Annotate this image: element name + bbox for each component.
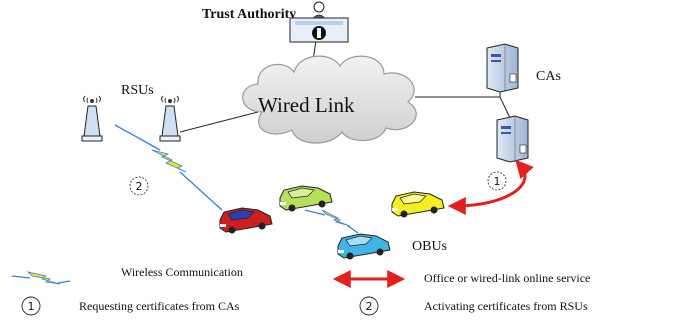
car-yellow-icon	[391, 191, 445, 218]
line-ca-bottom	[499, 96, 511, 119]
legend: Wireless Communication Office or wired-l…	[11, 265, 590, 316]
svg-text:1: 1	[494, 175, 501, 188]
ca-group: CAs	[486, 43, 561, 163]
rsus-label: RSUs	[121, 83, 154, 98]
car-red-icon	[219, 207, 273, 234]
wireless-link-car-car	[304, 209, 359, 234]
car-cyan-icon	[337, 233, 391, 260]
legend-wireless-label: Wireless Communication	[121, 265, 243, 279]
ca-server-top-icon	[486, 43, 519, 93]
legend-office-label: Office or wired-link online service	[424, 271, 590, 285]
ca-server-bottom-icon	[496, 115, 529, 163]
car-green-icon	[279, 185, 333, 212]
wireless-link-rsu-car	[114, 124, 223, 211]
office-service-arrow	[447, 159, 534, 215]
legend-step1-number: 1	[28, 300, 35, 313]
line-rsu-cloud	[179, 111, 259, 133]
step-badge-2: 2	[129, 176, 149, 196]
obus-label: OBUs	[412, 239, 447, 254]
wired-link-cloud: Wired Link	[242, 55, 417, 144]
svg-text:2: 2	[136, 180, 143, 193]
legend-step1-text: Requesting certificates from CAs	[79, 299, 240, 313]
legend-step2: 2 Activating certificates from RSUs	[359, 296, 588, 316]
wired-link-label: Wired Link	[258, 93, 355, 117]
legend-step2-text: Activating certificates from RSUs	[424, 299, 588, 313]
rsu-group: RSUs	[81, 83, 181, 142]
trust-authority-label: Trust Authority	[202, 7, 296, 22]
step-badge-1: 1	[487, 171, 507, 191]
rsu-tower-left-icon	[81, 95, 103, 142]
legend-wireless-icon	[11, 271, 71, 285]
legend-step2-number: 2	[366, 300, 373, 313]
cas-label: CAs	[536, 69, 561, 84]
legend-step1: 1 Requesting certificates from CAs	[21, 296, 240, 316]
rsu-tower-right-icon	[159, 95, 181, 142]
trust-authority-node: Trust Authority	[202, 1, 349, 43]
